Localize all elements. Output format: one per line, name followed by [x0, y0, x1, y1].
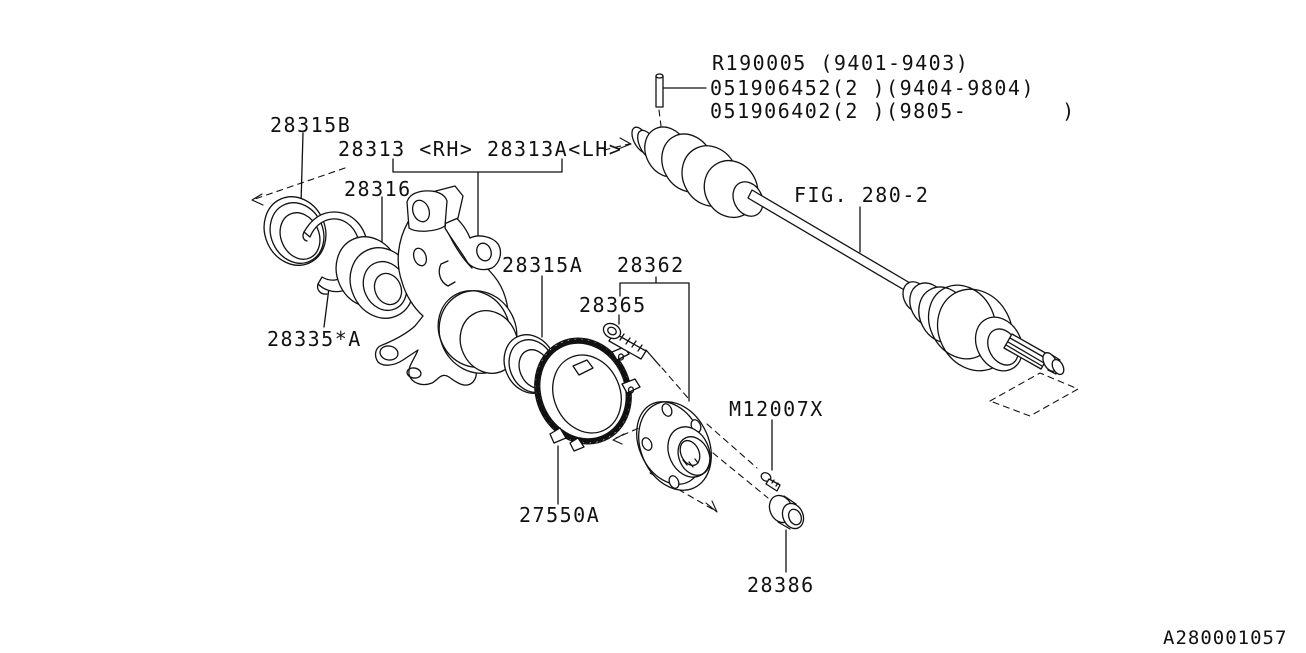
- bolt-M12007X: [760, 472, 781, 492]
- callout-28365: 28365: [579, 293, 647, 317]
- callout-27550A: 27550A: [519, 503, 601, 527]
- hub-28362: [636, 401, 712, 491]
- callout-28362: 28362: [617, 253, 685, 277]
- steering-knuckle-28313: [374, 185, 519, 386]
- callout-28315B: 28315B: [270, 113, 352, 137]
- callout-28313-row: 28313 <RH> 28313A<LH>: [338, 137, 623, 161]
- callout-pin-line1: R190005 (9401-9403): [712, 51, 970, 75]
- tone-ring-27550A: [534, 337, 641, 452]
- bolt-28365: [602, 322, 661, 367]
- callout-28316: 28316: [344, 177, 412, 201]
- cap-28386: [768, 494, 805, 530]
- axle-shaft-assembly: [631, 126, 1065, 376]
- callout-28315A: 28315A: [502, 253, 584, 277]
- callout-pin-line3: 051906402(2 )(9805- ): [710, 99, 1076, 123]
- leader-lines: [300, 87, 861, 573]
- callout-28386: 28386: [747, 573, 815, 597]
- diagram-id: A280001057: [1163, 627, 1288, 649]
- arrowheads: [251, 137, 718, 513]
- callout-fig-280-2: FIG. 280-2: [794, 183, 930, 207]
- callout-pin-line2: 051906452(2 )(9404-9804): [710, 76, 1035, 100]
- callout-28335A: 28335*A: [267, 327, 362, 351]
- callout-M12007X: M12007X: [729, 397, 824, 421]
- outer-seal-28315B: [263, 196, 327, 266]
- roll-pin: [655, 73, 664, 108]
